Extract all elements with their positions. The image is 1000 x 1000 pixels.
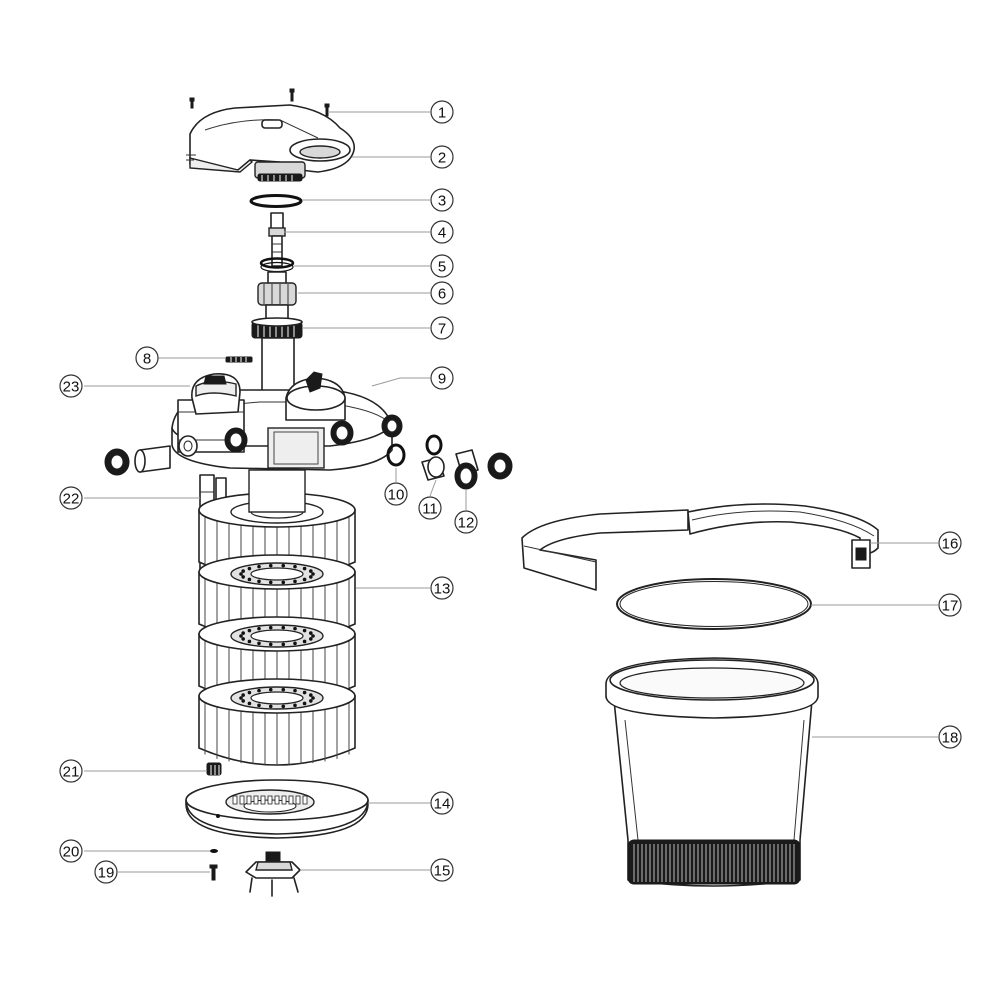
svg-text:21: 21 [63, 764, 80, 781]
part-19-bolt [209, 864, 218, 881]
part-12-union-nut [454, 449, 513, 490]
svg-text:10: 10 [388, 487, 405, 504]
callout-14: 14 [430, 791, 454, 815]
callout-22: 22 [59, 486, 83, 510]
part-6-connector [257, 271, 297, 324]
callout-3: 3 [430, 188, 454, 212]
part-21-small-cap [206, 762, 222, 776]
svg-text:20: 20 [63, 844, 80, 861]
callout-1: 1 [430, 100, 454, 124]
svg-text:23: 23 [63, 379, 80, 396]
callout-8: 8 [135, 346, 159, 370]
part-17-seal-ring [616, 578, 812, 630]
svg-text:19: 19 [98, 865, 115, 882]
part-9-valve-head [171, 337, 403, 471]
callout-11: 11 [418, 496, 442, 520]
callout-21: 21 [59, 759, 83, 783]
svg-text:17: 17 [942, 598, 959, 615]
callout-5: 5 [430, 254, 454, 278]
sponge-ring [198, 678, 356, 766]
svg-text:15: 15 [434, 863, 451, 880]
callout-12: 12 [454, 510, 478, 534]
callout-6: 6 [430, 281, 454, 305]
callout-4: 4 [430, 220, 454, 244]
part-2-top-cover [186, 104, 356, 182]
svg-text:6: 6 [438, 286, 446, 303]
svg-text:12: 12 [458, 515, 475, 532]
svg-text:14: 14 [434, 796, 451, 813]
callout-15: 15 [430, 858, 454, 882]
svg-text:1: 1 [438, 105, 446, 122]
callout-18: 18 [938, 725, 962, 749]
part-13-filter-sponges [198, 469, 356, 766]
callout-13: 13 [430, 576, 454, 600]
part-11-hose-tail [421, 434, 445, 481]
part-8-small-bar [225, 356, 253, 363]
svg-text:5: 5 [438, 259, 446, 276]
part-20-washer [210, 849, 218, 853]
callout-10: 10 [384, 482, 408, 506]
part-14-base-plate [185, 779, 369, 839]
part-left-fittings [104, 445, 171, 476]
svg-text:8: 8 [143, 351, 151, 368]
svg-text:18: 18 [942, 730, 959, 747]
svg-text:22: 22 [63, 491, 80, 508]
svg-text:3: 3 [438, 193, 446, 210]
leader-lines [84, 111, 938, 873]
svg-text:4: 4 [438, 225, 446, 242]
part-3-o-ring [249, 194, 303, 208]
svg-text:13: 13 [434, 581, 451, 598]
callout-20: 20 [59, 839, 83, 863]
svg-text:11: 11 [422, 501, 438, 518]
callout-23: 23 [59, 374, 83, 398]
part-7-threaded-ring [251, 317, 303, 339]
svg-text:7: 7 [438, 321, 446, 338]
part-23-valve-knob [191, 373, 241, 415]
callout-17: 17 [938, 593, 962, 617]
callout-16: 16 [938, 531, 962, 555]
part-10-o-ring [386, 443, 406, 467]
svg-text:9: 9 [438, 371, 446, 388]
svg-text:16: 16 [942, 536, 959, 553]
part-15-spindle-base [245, 851, 301, 897]
callout-9: 9 [430, 366, 454, 390]
svg-text:2: 2 [438, 150, 446, 167]
callout-7: 7 [430, 316, 454, 340]
part-16-clamp-band [521, 503, 879, 591]
part-18-container [605, 657, 819, 887]
callout-2: 2 [430, 145, 454, 169]
callout-19: 19 [94, 860, 118, 884]
